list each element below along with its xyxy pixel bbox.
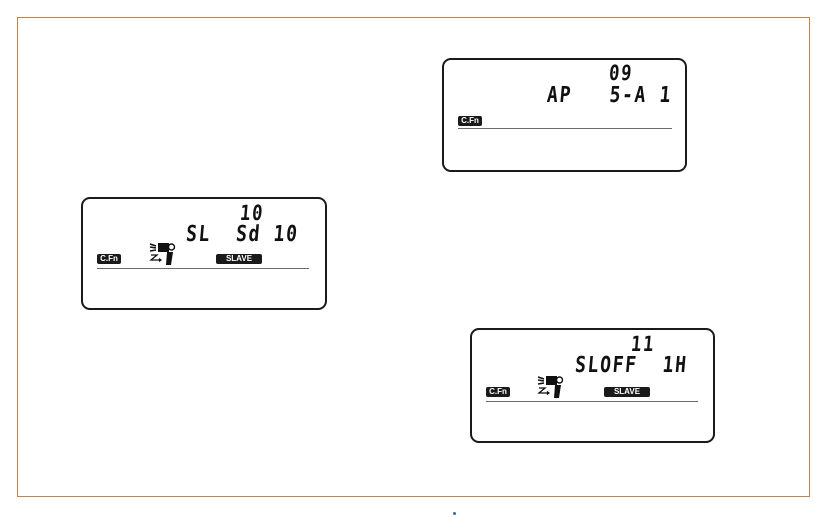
slave-badge: SLAVE — [604, 387, 650, 397]
cfn-badge: C.Fn — [486, 387, 510, 397]
divider-line — [486, 401, 698, 402]
lcd-display-11: 11 SLOFF 1H C.Fn SLAVE — [470, 328, 715, 443]
divider-line — [458, 128, 672, 129]
cfn-number: 09 — [608, 63, 634, 84]
lcd-display-09: 09 AP 5-A 1 C.Fn — [442, 58, 687, 172]
cfn-number: 11 — [630, 334, 656, 355]
setting-readout: SL Sd 10 — [185, 224, 299, 246]
cfn-number: 10 — [239, 203, 265, 224]
slave-badge: SLAVE — [216, 254, 262, 264]
cfn-badge: C.Fn — [97, 254, 121, 264]
setting-readout: SLOFF 1H — [574, 355, 688, 377]
wireless-slave-flash-icon — [149, 242, 177, 266]
lcd-display-10: 10 SL Sd 10 C.Fn SLAVE — [81, 197, 327, 310]
cfn-badge: C.Fn — [458, 116, 482, 126]
page-marker — [453, 512, 456, 515]
setting-readout: AP 5-A 1 — [546, 85, 673, 107]
divider-line — [97, 268, 309, 269]
wireless-slave-flash-icon — [537, 375, 565, 399]
